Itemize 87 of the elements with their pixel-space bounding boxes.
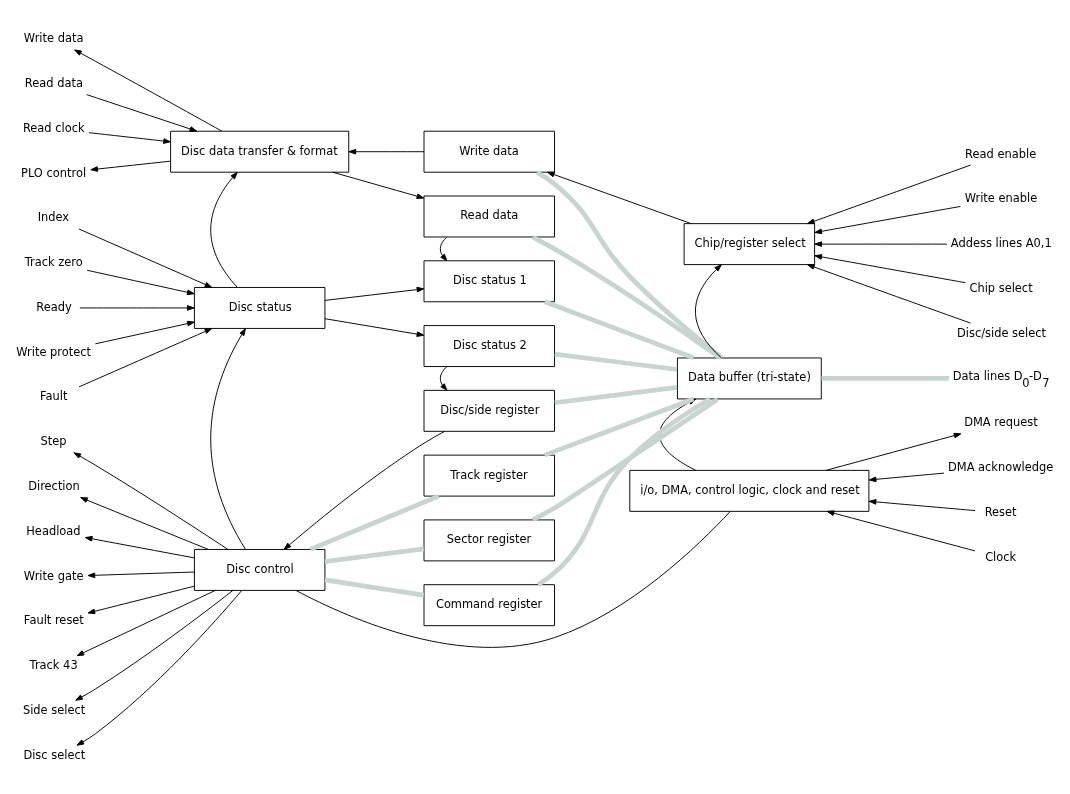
node-box: Disc control [193, 548, 326, 591]
arrow [807, 263, 971, 324]
node-box: Disc status [193, 286, 326, 329]
arrow [324, 317, 425, 337]
arrow [826, 509, 976, 551]
node-text: Write protect [16, 344, 91, 359]
node-box: Disc status 1 [423, 259, 555, 302]
arrow [814, 253, 966, 283]
arrow [547, 171, 692, 224]
node-box: Disc data transfer & format [170, 130, 350, 173]
arrow [868, 498, 976, 511]
arrow [695, 263, 722, 358]
node-box: Read data [423, 195, 555, 237]
arrow [90, 160, 171, 172]
node-box: Write data [423, 130, 555, 173]
node-text: Step [40, 433, 67, 448]
connector [295, 510, 731, 648]
connector [324, 545, 425, 564]
arrow [76, 589, 243, 746]
connector [535, 169, 724, 360]
node-text: Read data [24, 75, 83, 90]
node-text: Read clock [22, 120, 85, 135]
arrow [76, 589, 216, 656]
node-text: Ready [36, 299, 72, 314]
arrow [74, 48, 223, 132]
node-text: DMA acknowledge [947, 459, 1054, 474]
arrow [75, 589, 234, 701]
connector [324, 577, 425, 598]
arrow [868, 472, 945, 482]
arrow [807, 164, 971, 224]
node-box: Track register [423, 454, 555, 497]
arrow [86, 93, 198, 132]
arrow [78, 327, 213, 387]
node-box: Chip/register select [683, 222, 816, 265]
node-text: Addess lines A0,1 [950, 235, 1052, 250]
arrow [87, 585, 195, 614]
arrow [825, 432, 962, 471]
arrow [439, 365, 448, 391]
node-text: Track zero [24, 254, 83, 269]
node-text: Fault [40, 388, 68, 403]
node-text: PLO control [21, 165, 87, 180]
arrow [84, 535, 195, 558]
node-text: Read enable [965, 146, 1037, 161]
node-text: Write gate [23, 568, 84, 583]
connector [554, 384, 678, 405]
arrow [210, 171, 238, 288]
node-text: Fault reset [23, 612, 84, 627]
connector [531, 234, 722, 360]
node-text: Chip select [969, 280, 1033, 295]
arrow [348, 148, 425, 154]
connector [543, 299, 695, 360]
arrow [324, 286, 425, 301]
node-text: Write data [23, 30, 84, 45]
node-text: Reset [984, 504, 1017, 519]
node-text: Disc select [23, 747, 86, 762]
node-text: Write enable [964, 190, 1038, 205]
node-text: Direction [28, 478, 80, 493]
arrow [332, 171, 425, 199]
node-text: Clock [985, 549, 1017, 563]
node-text: Headload [26, 523, 81, 538]
node-text: Disc/side select [957, 325, 1047, 340]
node-box: Disc/side register [423, 389, 555, 432]
arrow [814, 205, 961, 234]
arrow [86, 269, 195, 295]
node-text: Side select [22, 702, 86, 717]
connector [821, 375, 949, 381]
arrow [94, 320, 195, 344]
arrow [439, 236, 448, 261]
arrow [814, 240, 948, 247]
arrow [78, 228, 213, 288]
arrow [80, 496, 209, 550]
arrow [73, 451, 229, 550]
node-box: Data buffer (tri-state) [676, 357, 822, 399]
node-text: Index [37, 209, 70, 224]
connector [554, 351, 678, 372]
connector [309, 493, 440, 552]
node-box: Command register [423, 583, 555, 626]
arrow [87, 571, 195, 578]
node-text: Track 43 [29, 657, 78, 672]
node-box: Sector register [423, 518, 555, 561]
arrow [88, 131, 171, 144]
node-text: DMA request [964, 414, 1038, 429]
node-box: Disc status 2 [423, 324, 555, 367]
arrow [283, 430, 446, 550]
arrow [210, 327, 246, 550]
node-box: i/o, DMA, control logic, clock and reset [629, 469, 870, 512]
arrow [79, 304, 195, 311]
